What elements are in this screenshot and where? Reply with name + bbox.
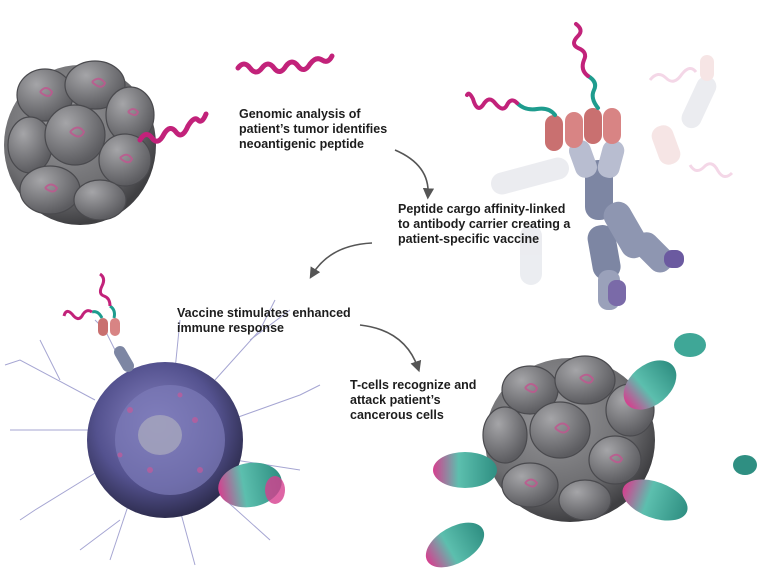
- dendritic-cell-icon: [4, 272, 321, 566]
- t-cell-icon: [425, 333, 757, 568]
- antibody-carrier-icon: [465, 22, 734, 310]
- step-2-caption: Peptide cargo affinity-linked to antibod…: [398, 202, 570, 247]
- step-3-caption: Vaccine stimulates enhanced immune respo…: [177, 306, 351, 336]
- step-4-caption: T-cells recognize and attack patient’s c…: [350, 378, 476, 423]
- caption-line: patient-specific vaccine: [398, 232, 540, 246]
- caption-line: attack patient’s: [350, 393, 441, 407]
- neoantigen-peptide-icon: [235, 53, 335, 75]
- tumor-cell-cluster-icon: [4, 60, 156, 225]
- caption-line: patient’s tumor identifies: [239, 122, 388, 136]
- caption-line: Vaccine stimulates enhanced: [177, 306, 351, 320]
- step-1-caption: Genomic analysis of patient’s tumor iden…: [239, 107, 387, 152]
- t-cell-icon: [218, 462, 285, 508]
- caption-line: T-cells recognize and: [350, 378, 477, 392]
- neoantigen-peptide-icon: [137, 111, 209, 144]
- caption-line: to antibody carrier creating a: [398, 217, 571, 231]
- caption-line: immune response: [177, 321, 284, 335]
- caption-line: neoantigenic peptide: [239, 137, 365, 151]
- curved-arrow-icon: [309, 149, 435, 373]
- caption-line: Genomic analysis of: [239, 107, 361, 121]
- caption-line: Peptide cargo affinity-linked: [398, 202, 566, 216]
- caption-line: cancerous cells: [350, 408, 444, 422]
- tumor-cell-cluster-icon: [482, 355, 655, 522]
